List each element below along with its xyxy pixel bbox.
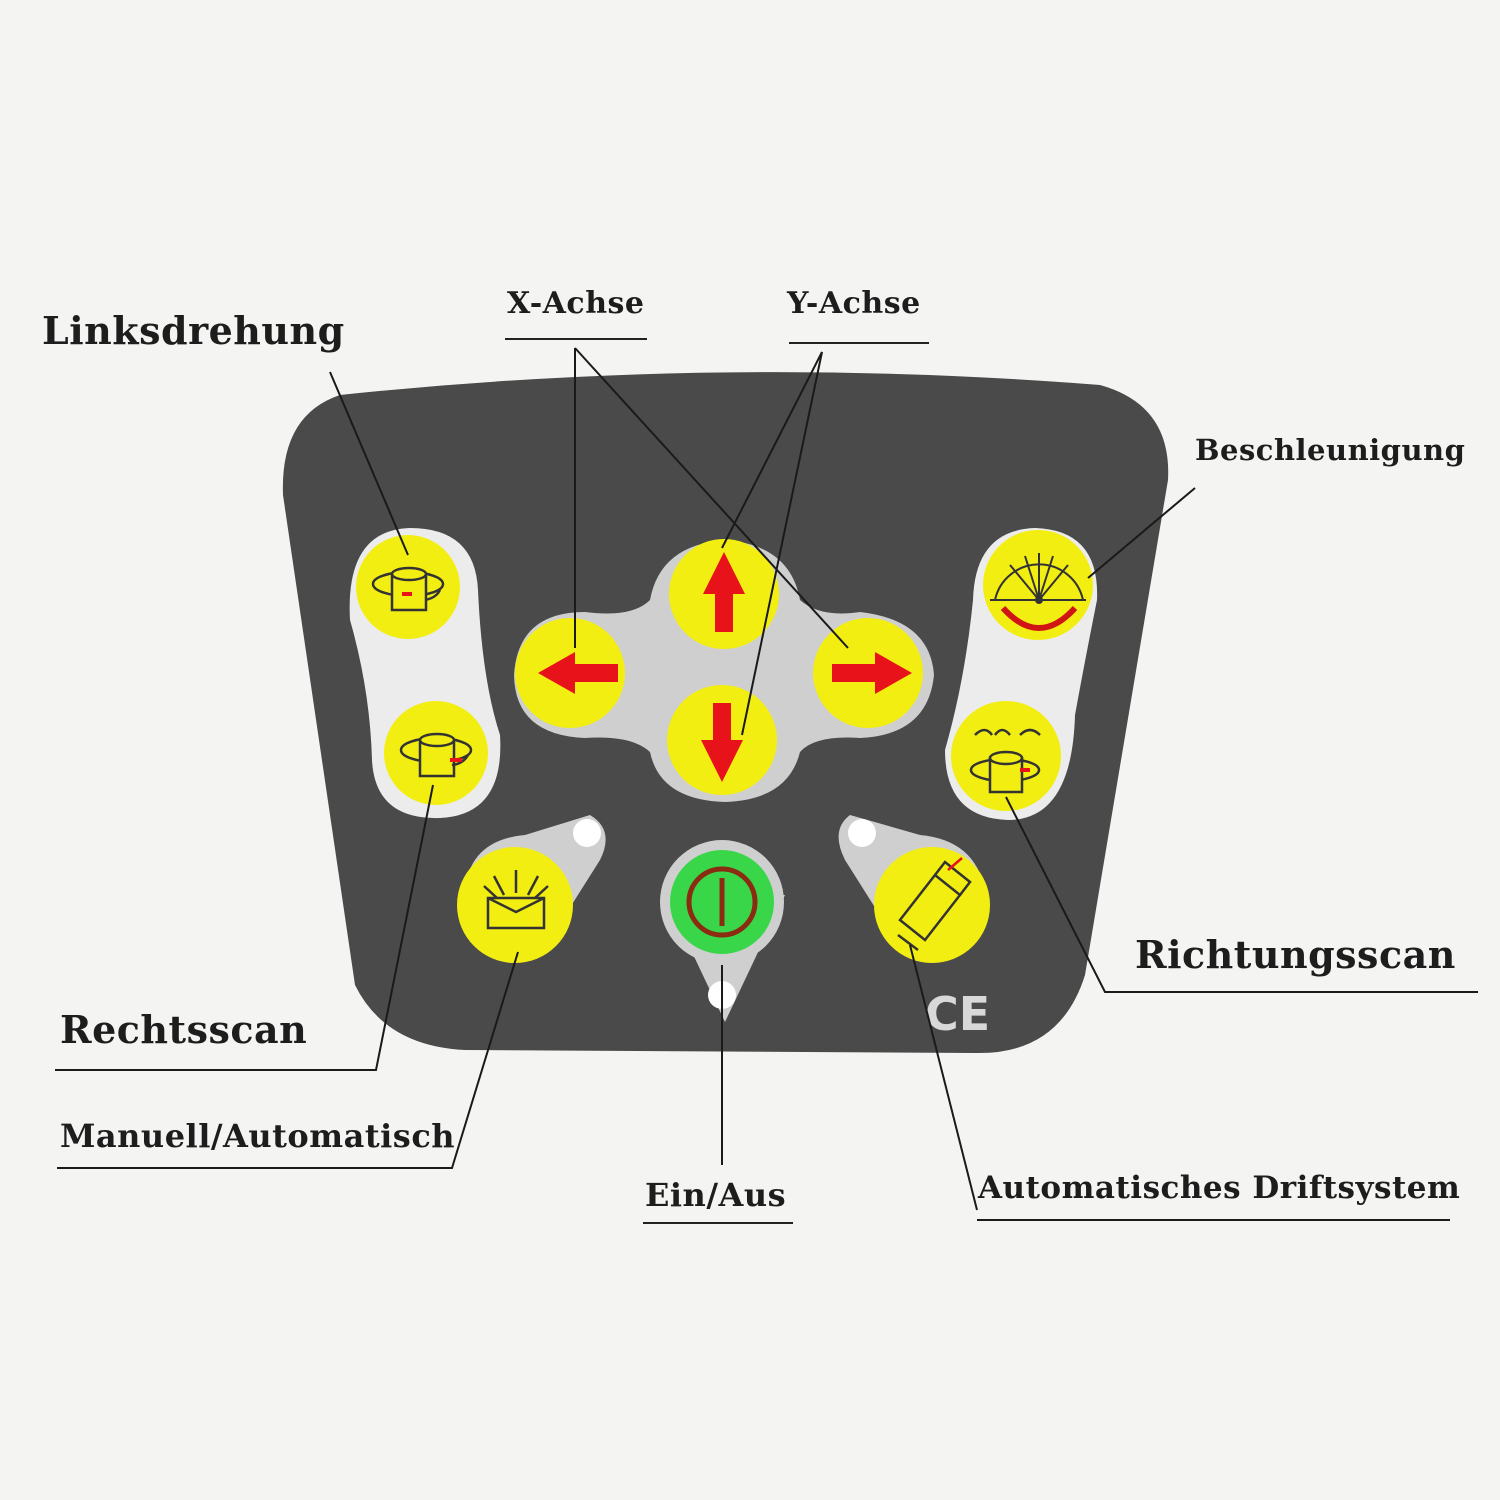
label-linksdrehung: Linksdrehung (42, 308, 345, 353)
scan-icon (969, 728, 1041, 794)
label-x-achse: X-Achse (507, 286, 645, 321)
drift-system-icon (897, 857, 972, 951)
manual-auto-icon (483, 870, 549, 930)
rotate-right-icon (399, 732, 473, 778)
underline-x-achse (505, 338, 647, 340)
label-beschleunigung: Beschleunigung (1195, 433, 1466, 467)
arrow-up-icon (703, 552, 745, 632)
label-rechtsscan: Rechtsscan (60, 1007, 308, 1052)
label-y-achse: Y-Achse (787, 286, 921, 321)
label-richtungsscan: Richtungsscan (1135, 932, 1456, 977)
ce-mark: CE (925, 987, 990, 1041)
power-icon (686, 866, 758, 938)
arrow-left-icon (538, 652, 618, 694)
speed-gauge-icon (990, 553, 1086, 631)
arrow-down-icon (701, 703, 743, 782)
rotate-left-icon (371, 566, 445, 612)
leader-lines (55, 347, 1478, 1221)
arrow-right-icon (832, 652, 912, 694)
underline-y-achse (789, 342, 929, 344)
underline-ein-aus (643, 1222, 793, 1224)
label-manuell-automatisch: Manuell/Automatisch (60, 1117, 456, 1155)
label-automatisches-driftsystem: Automatisches Driftsystem (978, 1170, 1461, 1206)
label-ein-aus: Ein/Aus (645, 1176, 787, 1214)
